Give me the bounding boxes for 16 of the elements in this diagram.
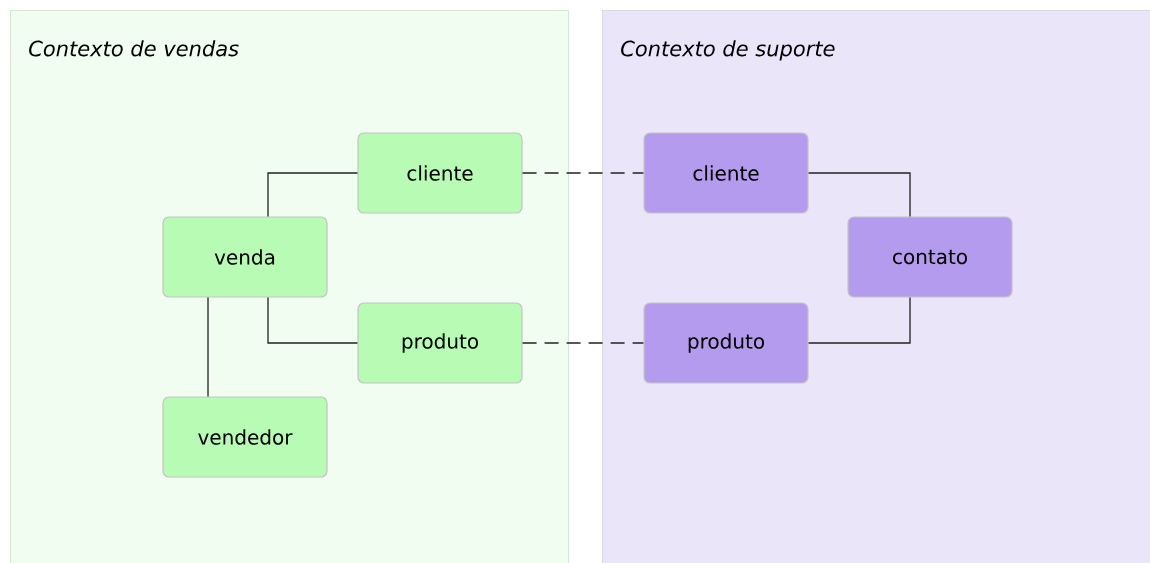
dashed-connector	[521, 342, 645, 344]
dashed-connector	[521, 172, 645, 174]
entity-box: cliente	[643, 132, 809, 214]
panel-heading: Contexto de suporte	[621, 40, 835, 61]
connector-line	[267, 296, 359, 344]
connector-line	[807, 172, 911, 218]
entity-box: produto	[643, 302, 809, 384]
entity-box: cliente	[357, 132, 523, 214]
entity-box: venda	[162, 216, 328, 298]
entity-box: contato	[847, 216, 1013, 298]
entity-box: produto	[357, 302, 523, 384]
connector-line	[207, 296, 209, 398]
entity-box: vendedor	[162, 396, 328, 478]
connector-line	[807, 296, 911, 344]
connector-line	[267, 172, 359, 218]
panel-heading: Contexto de vendas	[29, 40, 239, 57]
